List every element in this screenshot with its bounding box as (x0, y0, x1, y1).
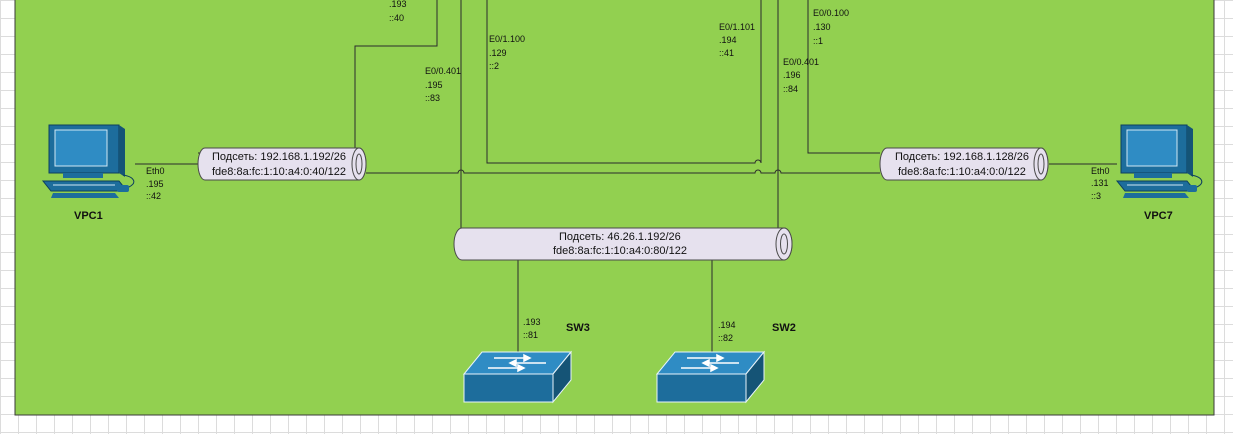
label-line: ::81 (523, 330, 538, 340)
label-line: Eth0 (1091, 166, 1110, 176)
subnet-left-line2: fde8:8a:fc:1:10:a4:0:40/122 (212, 166, 346, 178)
label-line: ::2 (489, 61, 499, 71)
label-line: .196 (783, 70, 801, 80)
label-line: E0/1.100 (489, 34, 525, 44)
subnet-core-line1: Подсеть: 46.26.1.192/26 (559, 231, 681, 243)
label-e0-1-100: E0/1.100 .129 ::2 (489, 34, 525, 71)
label-e0-0-401-right: E0/0.401 .196 ::84 (783, 57, 819, 94)
device-vpc7-label: VPC7 (1144, 210, 1173, 222)
label-e0-0-401-left: E0/0.401 .195 ::83 (425, 66, 461, 103)
subnet-core: Подсеть: 46.26.1.192/26 fde8:8a:fc:1:10:… (453, 227, 793, 261)
label-top-left: .193 ::40 (389, 0, 407, 23)
label-line: .195 (146, 179, 164, 189)
subnet-left: Подсеть: 192.168.1.192/26 fde8:8a:fc:1:1… (197, 147, 367, 181)
switch-icon (655, 350, 766, 404)
label-line: ::84 (783, 84, 798, 94)
label-line: ::41 (719, 48, 734, 58)
links (135, 0, 1117, 352)
label-vpc7-eth: Eth0 .131 ::3 (1091, 166, 1110, 201)
network-area (14, 0, 1215, 416)
pc-icon (41, 124, 135, 198)
link-e00100-subnet (807, 0, 880, 154)
label-line: .194 (718, 320, 736, 330)
label-line: E0/1.101 (719, 22, 755, 32)
pc-icon (1115, 124, 1203, 198)
label-line: ::3 (1091, 191, 1101, 201)
label-line: ::1 (813, 36, 823, 46)
label-vpc1-eth: Eth0 .195 ::42 (146, 166, 165, 201)
label-line: .129 (489, 48, 507, 58)
label-line: .131 (1091, 178, 1109, 188)
label-line: .130 (813, 22, 831, 32)
device-vpc1-label: VPC1 (74, 210, 103, 222)
subnet-core-line2: fde8:8a:fc:1:10:a4:0:80/122 (553, 245, 687, 257)
switch-icon (462, 350, 573, 404)
subnet-right-line1: Подсеть: 192.168.1.128/26 (895, 151, 1029, 163)
label-sw3-addr: .193 ::81 (523, 317, 541, 340)
subnet-right-line2: fde8:8a:fc:1:10:a4:0:0/122 (898, 166, 1026, 178)
subnet-left-line1: Подсеть: 192.168.1.192/26 (212, 151, 346, 163)
label-line: Eth0 (146, 166, 165, 176)
label-line: ::83 (425, 93, 440, 103)
label-sw2-addr: .194 ::82 (718, 320, 736, 343)
device-sw3-label: SW3 (566, 322, 590, 334)
label-line: E0/0.401 (783, 57, 819, 67)
label-line: .194 (719, 35, 737, 45)
label-line: ::40 (389, 13, 404, 23)
label-line: E0/0.401 (425, 66, 461, 76)
label-line: .193 (523, 317, 541, 327)
link-e01100-e01101 (486, 0, 762, 164)
label-e0-0-100: E0/0.100 .130 ::1 (813, 8, 849, 46)
label-e0-1-101: E0/1.101 .194 ::41 (719, 22, 755, 58)
label-line: .195 (425, 80, 443, 90)
label-line: .193 (389, 0, 407, 9)
label-line: ::42 (146, 191, 161, 201)
label-line: E0/0.100 (813, 8, 849, 18)
device-sw2-label: SW2 (772, 322, 796, 334)
subnet-right: Подсеть: 192.168.1.128/26 fde8:8a:fc:1:1… (879, 147, 1049, 181)
label-line: ::82 (718, 333, 733, 343)
